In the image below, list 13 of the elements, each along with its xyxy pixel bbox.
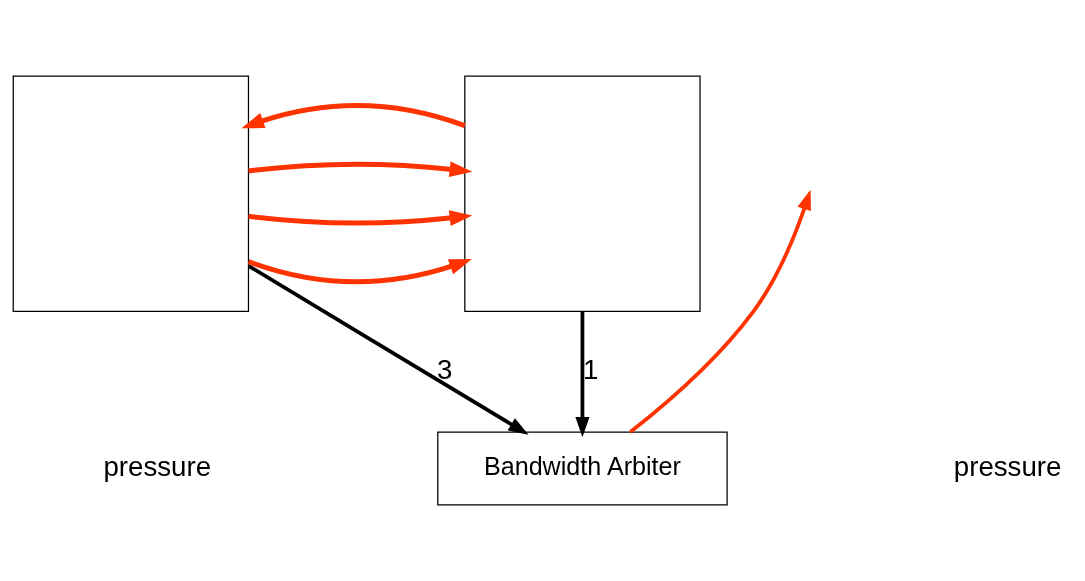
node-box [464, 75, 701, 312]
edge-label: 1 [582, 353, 599, 385]
arrow [248, 210, 473, 226]
label: pressure [953, 450, 1062, 482]
edge-label: 3 [437, 353, 453, 385]
arrow [241, 103, 466, 129]
arrow [248, 161, 473, 178]
label: pressure [103, 450, 212, 482]
arrow [575, 311, 590, 438]
node-box: Bandwidth Arbiter [437, 431, 728, 506]
arrow [247, 259, 472, 285]
arrow [247, 264, 529, 435]
node-box [12, 75, 250, 312]
